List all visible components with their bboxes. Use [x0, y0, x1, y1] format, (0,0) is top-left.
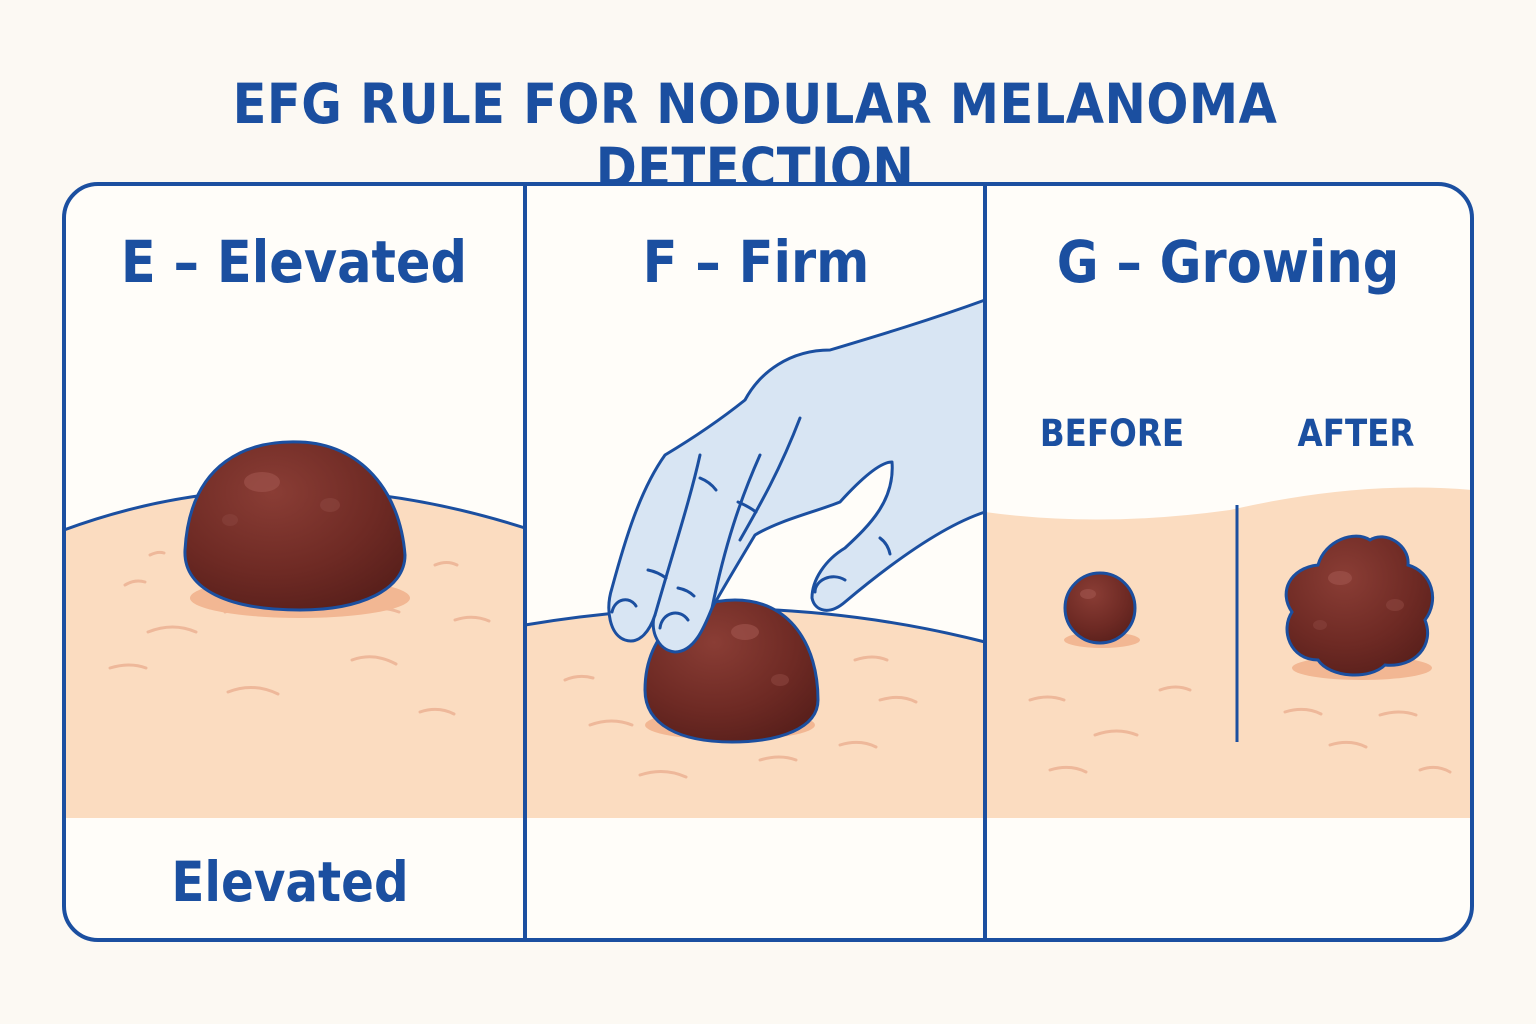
heading-growing: G – Growing [1056, 228, 1400, 296]
elevated-mole [183, 440, 407, 612]
after-mole [1284, 534, 1435, 677]
gloved-hand [607, 298, 987, 654]
heading-elevated: E – Elevated [120, 228, 468, 296]
before-mole [1063, 571, 1137, 645]
panel-growing-illustration [985, 487, 1472, 818]
skin-texture [563, 655, 918, 779]
skin-texture [108, 550, 491, 716]
page-title: EFG RULE FOR NODULAR MELANOMA DETECTION [232, 72, 1278, 200]
skin-elevated [64, 489, 525, 818]
skin-texture [1028, 685, 1452, 774]
after-label: AFTER [1297, 412, 1415, 455]
panel-firm-illustration [524, 298, 987, 818]
panel-elevated-illustration [64, 440, 526, 818]
panel-frame [62, 182, 1474, 942]
caption-elevated: Elevated [171, 850, 409, 914]
heading-firm: F – Firm [642, 228, 870, 296]
before-label: BEFORE [1039, 412, 1185, 455]
